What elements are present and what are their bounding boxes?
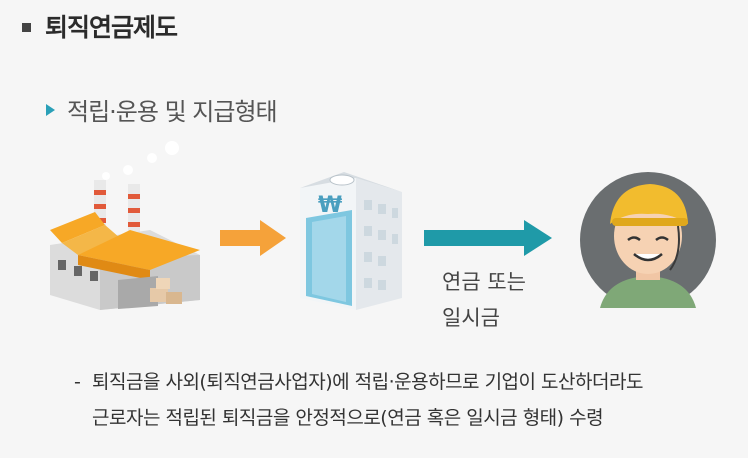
description: - 퇴직금을 사외(퇴직연금사업자)에 적립·운용하므로 기업이 도산하더라도 … (74, 364, 734, 436)
subsection-title: 적립·운용 및 지급형태 (46, 92, 278, 127)
payout-label-line-2: 일시금 (442, 306, 500, 330)
section-title: 퇴직연금제도 (22, 8, 178, 44)
teal-arrow-icon (424, 220, 552, 256)
payout-label-line-1: 연금 또는 (442, 270, 526, 294)
won-sign-mark: ₩ (318, 193, 342, 218)
section-title-text: 퇴직연금제도 (45, 13, 178, 42)
flow-diagram: ₩ 연금 또는 일시금 (0, 130, 748, 330)
orange-arrow-icon (220, 220, 286, 256)
square-bullet-icon (22, 22, 31, 32)
dash-bullet: - (74, 371, 81, 393)
factory-icon (50, 141, 200, 310)
payout-type-label: 연금 또는 일시금 (442, 264, 562, 336)
worker-avatar-icon (580, 172, 716, 308)
description-text-1: 퇴직금을 사외(퇴직연금사업자)에 적립·운용하므로 기업이 도산하더라도 (92, 371, 643, 393)
description-line-2: 근로자는 적립된 퇴직금을 안정적으로(연금 혹은 일시금 형태) 수령 (92, 407, 604, 429)
triangle-bullet-icon (46, 103, 55, 116)
pension-provider-building-icon: ₩ (300, 172, 402, 310)
subsection-title-text: 적립·운용 및 지급형태 (67, 98, 278, 126)
description-line-1: - 퇴직금을 사외(퇴직연금사업자)에 적립·운용하므로 기업이 도산하더라도 (74, 364, 734, 400)
